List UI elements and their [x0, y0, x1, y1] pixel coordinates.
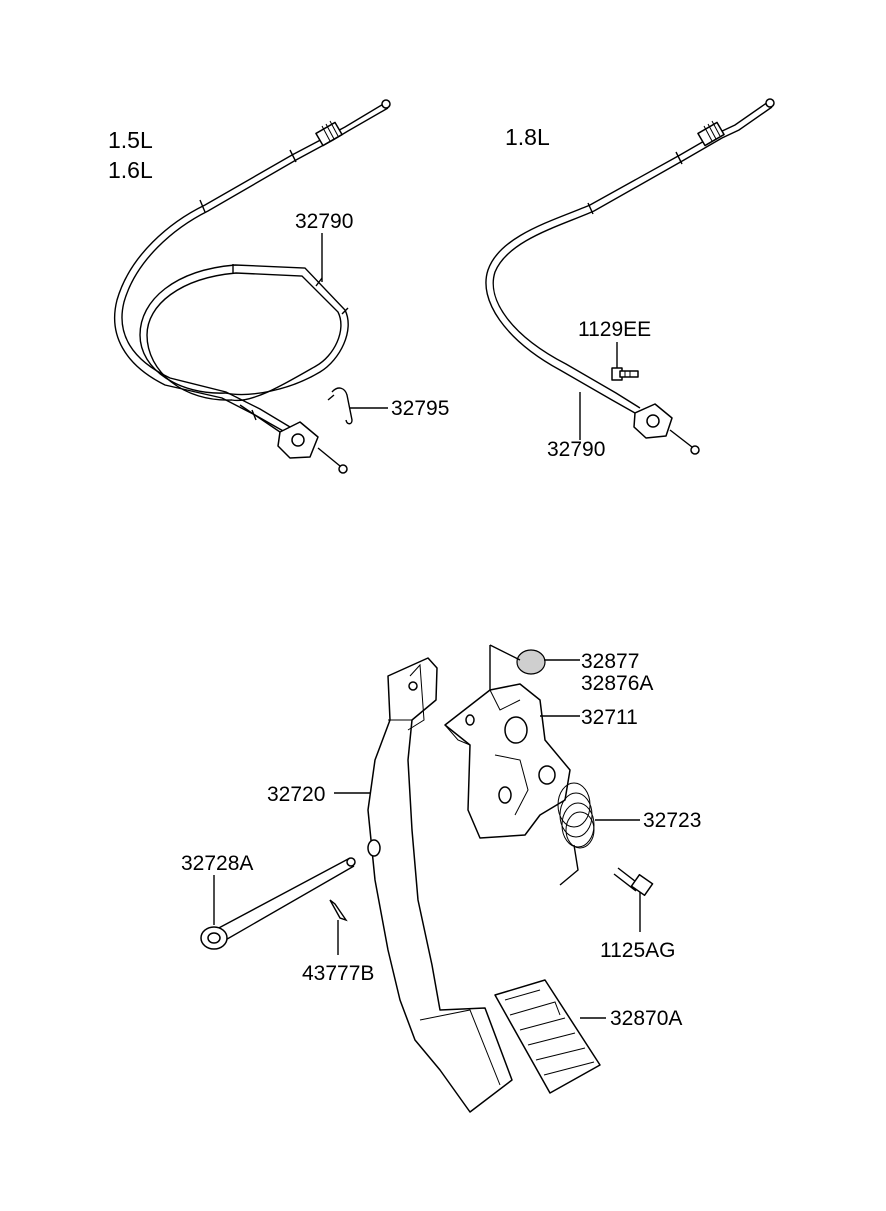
pedal-pad	[494, 979, 601, 1094]
snap-pin	[329, 899, 348, 922]
bolt-1129ee	[611, 367, 639, 381]
leader-lines	[213, 233, 641, 1019]
engine-label-left-2: 1.6L	[108, 157, 153, 183]
stopper-rubber	[489, 644, 546, 725]
engine-label-left-1: 1.5L	[108, 127, 153, 153]
accelerator-cable-right	[485, 98, 775, 455]
accelerator-cable-left	[113, 99, 391, 474]
part-label-bracket: 32711	[581, 706, 638, 729]
engine-label-right: 1.8L	[505, 124, 550, 150]
part-label-cable-left: 32790	[295, 210, 353, 233]
pedal-pin	[200, 857, 356, 950]
return-spring	[557, 782, 595, 886]
part-label-stopper: 32877	[581, 650, 639, 673]
part-label-bolt-cable: 1129EE	[578, 318, 651, 341]
part-label-cable-right: 32790	[547, 438, 605, 461]
part-label-clip: 32795	[391, 397, 449, 420]
part-label-pedal-pad: 32870A	[610, 1007, 682, 1030]
pedal-bracket	[444, 683, 571, 839]
part-label-bolt: 1125AG	[600, 939, 676, 962]
part-label-spring: 32723	[643, 809, 701, 832]
part-label-pedal-arm: 32720	[267, 783, 325, 806]
clip-part	[327, 387, 353, 425]
bolt-1125ag	[613, 867, 654, 897]
pedal-arm	[367, 657, 513, 1113]
part-label-snap-pin: 43777B	[302, 962, 374, 985]
part-label-stopper-alt: 32876A	[581, 672, 653, 695]
part-label-pin: 32728A	[181, 852, 253, 875]
